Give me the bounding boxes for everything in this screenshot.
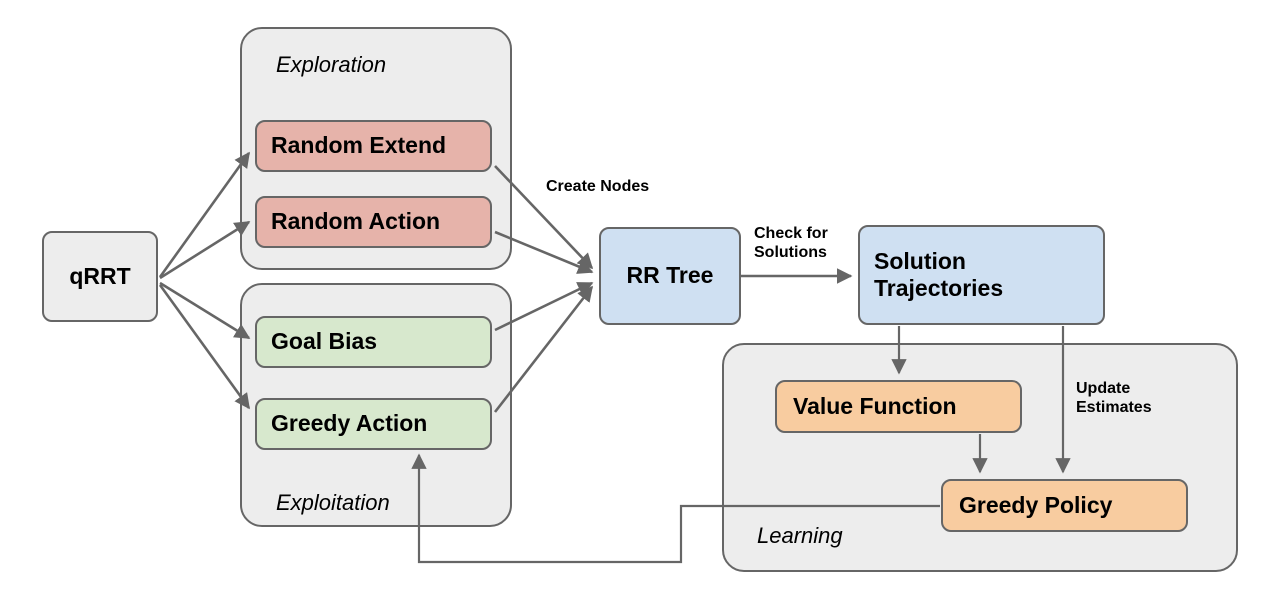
edge-label-check-for-solutions: Check for Solutions [754,225,828,262]
node-qrrt[interactable]: qRRT [42,231,158,322]
node-goal-bias[interactable]: Goal Bias [255,316,492,368]
group-label-exploitation: Exploitation [276,490,390,515]
edge-root-to-goal-bias [159,281,251,340]
edge-root-to-random-extend [158,151,251,278]
node-random-extend[interactable]: Random Extend [255,120,492,172]
edge-root-to-greedy-action [158,284,251,410]
edge-label-create-nodes: Create Nodes [546,178,650,195]
node-greedy-policy[interactable]: Greedy Policy [941,479,1188,532]
node-solution-trajectories[interactable]: Solution Trajectories [858,225,1105,325]
node-random-action[interactable]: Random Action [255,196,492,248]
group-label-exploration: Exploration [276,52,387,77]
group-label-learning: Learning [757,523,843,548]
edge-label-update-estimates: Update Estimates [1076,380,1152,417]
node-value-function[interactable]: Value Function [775,380,1022,433]
edge-root-to-random-action [159,220,251,280]
node-rr-tree[interactable]: RR Tree [599,227,741,325]
node-greedy-action[interactable]: Greedy Action [255,398,492,450]
